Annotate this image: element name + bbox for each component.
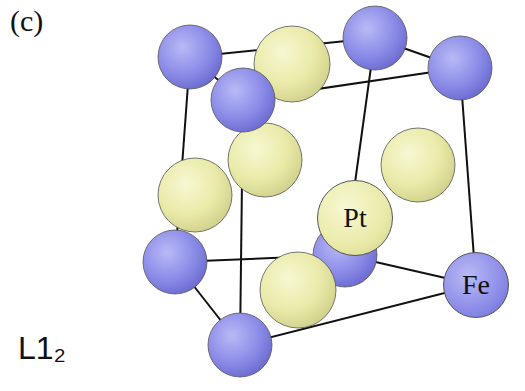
structure-name: L1₂: [18, 330, 66, 367]
fe-atom: Fe: [443, 252, 509, 318]
pt-atom: Pt: [317, 180, 393, 256]
atom-label: Pt: [343, 202, 366, 234]
atom-label: Fe: [462, 269, 490, 301]
atoms: [143, 6, 492, 377]
panel-letter: (c): [10, 4, 43, 38]
